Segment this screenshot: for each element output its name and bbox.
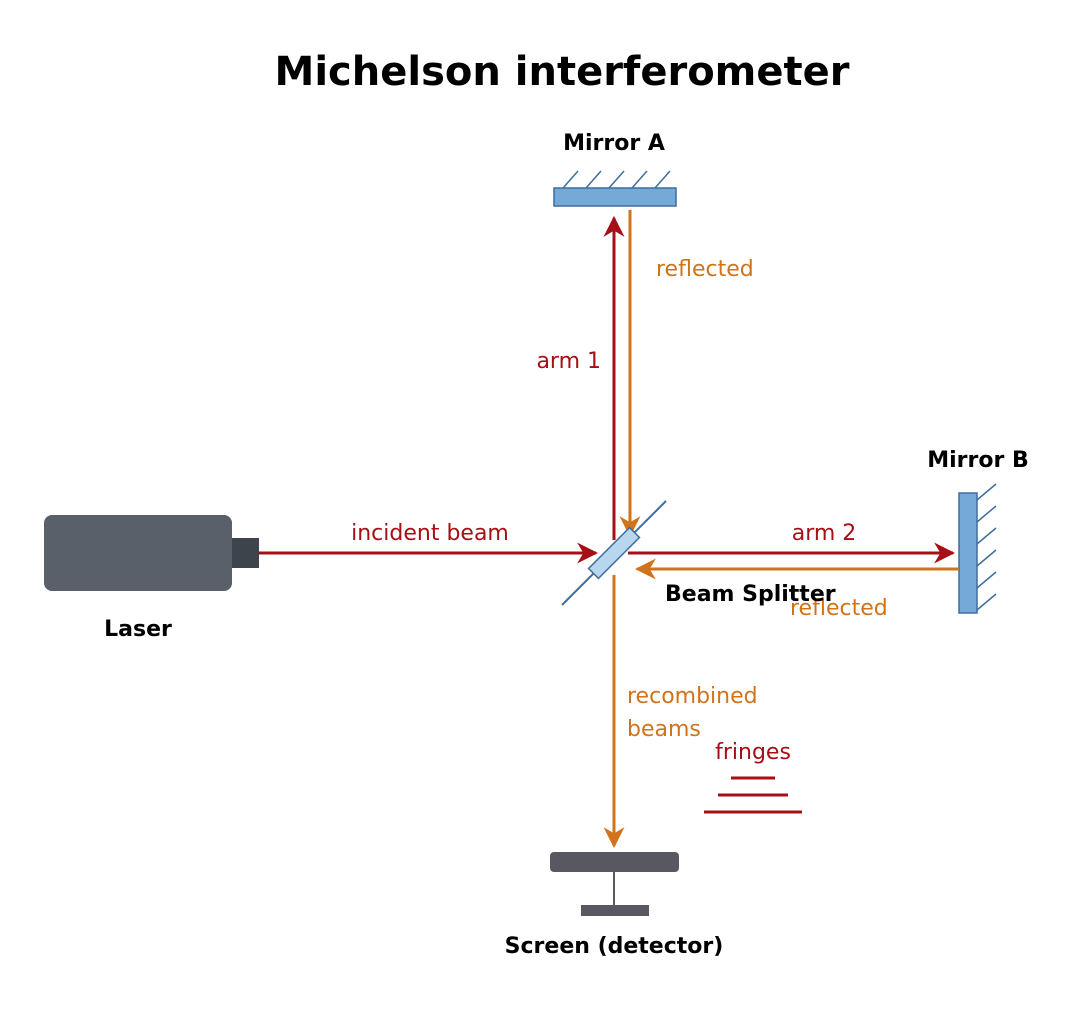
laser-label: Laser <box>104 617 172 642</box>
beam-splitter-label: Beam Splitter <box>665 582 836 607</box>
mirror-a-label: Mirror A <box>563 131 665 156</box>
laser-icon <box>44 515 259 591</box>
mirror-b-icon <box>958 483 997 614</box>
page-title: Michelson interferometer <box>275 49 850 95</box>
reflected-a-label: reflected <box>656 257 754 282</box>
arm1-label: arm 1 <box>536 349 601 374</box>
beam-splitter-icon <box>561 500 667 606</box>
recombined-label-line2: beams <box>627 717 701 742</box>
reflected-b-label: reflected <box>790 596 888 621</box>
incident-beam-label: incident beam <box>351 521 509 546</box>
fringes-label: fringes <box>715 740 791 765</box>
fringes-icon <box>704 776 802 814</box>
arm2-label: arm 2 <box>792 521 857 546</box>
mirror-b-label: Mirror B <box>927 448 1029 473</box>
screen-label: Screen (detector) <box>505 934 724 959</box>
recombined-label-line1: recombined <box>627 684 758 709</box>
screen-icon <box>550 852 679 916</box>
mirror-a-icon <box>553 170 677 207</box>
